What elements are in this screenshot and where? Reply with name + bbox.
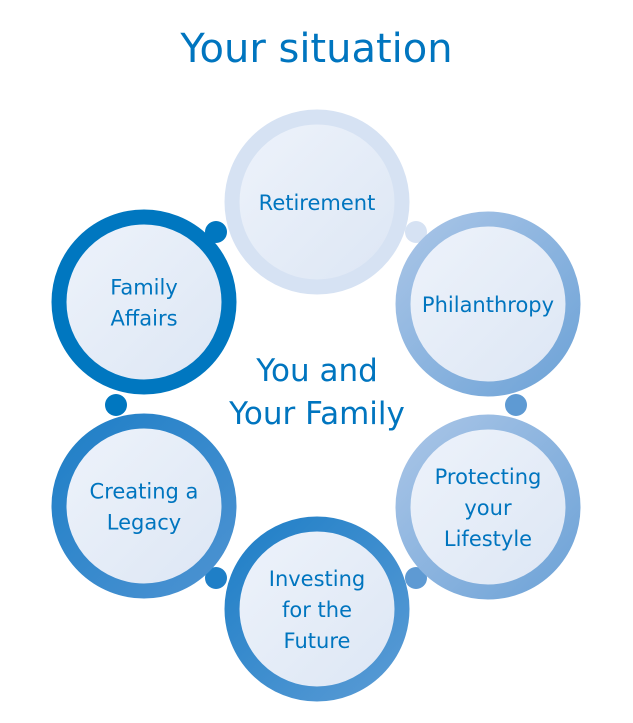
node-label: Family bbox=[110, 276, 178, 300]
node-philanthropy: Philanthropy bbox=[395, 211, 581, 397]
node-retirement: Retirement bbox=[224, 109, 410, 295]
center-label-line-2: Your Family bbox=[228, 396, 405, 432]
node-label: your bbox=[464, 496, 512, 520]
node-label: Legacy bbox=[107, 511, 181, 535]
node-label: for the bbox=[282, 598, 352, 622]
connector-dot bbox=[105, 394, 127, 416]
node-ring bbox=[395, 414, 581, 600]
node-label: Retirement bbox=[259, 191, 376, 215]
node-ring bbox=[224, 516, 410, 702]
node-label: Philanthropy bbox=[422, 293, 554, 317]
diagram-title: Your situation bbox=[180, 26, 453, 72]
connector-dot bbox=[505, 394, 527, 416]
connector-dot bbox=[405, 567, 427, 589]
node-ring bbox=[395, 211, 581, 397]
node-ring bbox=[51, 413, 237, 599]
node-label: Creating a bbox=[90, 480, 199, 504]
node-label: Affairs bbox=[110, 307, 177, 331]
connector-dot bbox=[205, 221, 227, 243]
node-ring bbox=[51, 209, 237, 395]
node-label: Future bbox=[284, 629, 351, 653]
node-label: Protecting bbox=[435, 465, 542, 489]
node-label: Investing bbox=[269, 567, 366, 591]
connector-dot bbox=[205, 567, 227, 589]
connector-dot bbox=[405, 221, 427, 243]
node-ring bbox=[224, 109, 410, 295]
node-label: Lifestyle bbox=[444, 527, 532, 551]
center-label-line-1: You and bbox=[255, 353, 378, 389]
node-creating-a-legacy: Creating a Legacy bbox=[51, 413, 237, 599]
